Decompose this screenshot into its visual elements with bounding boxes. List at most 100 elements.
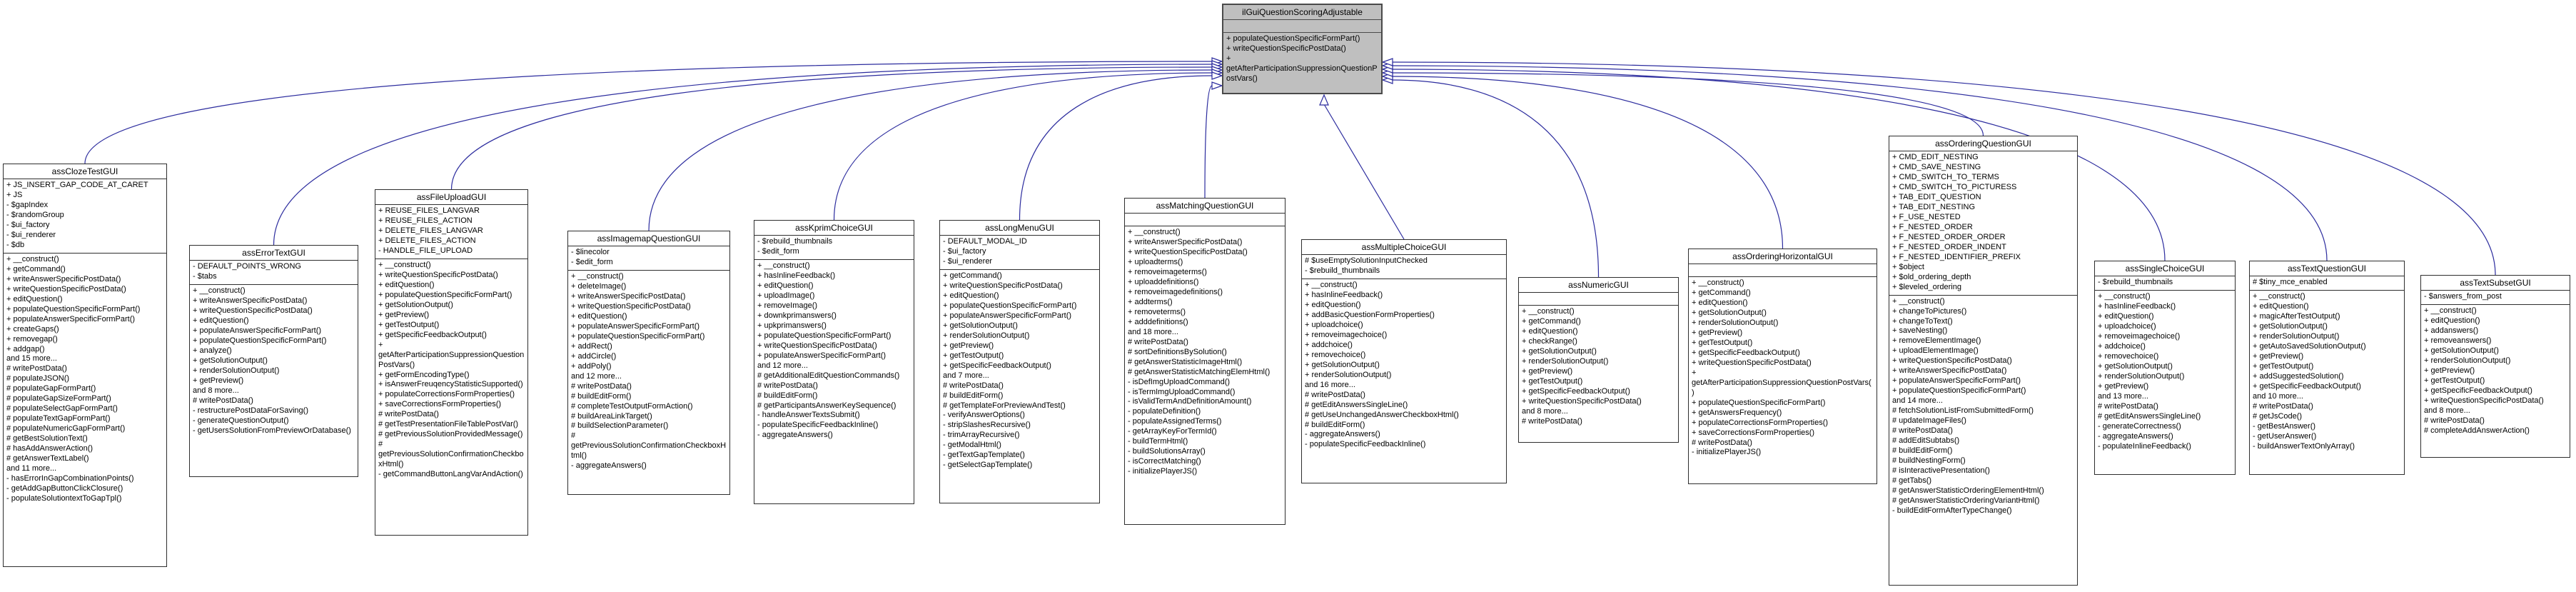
method-line: + populateQuestionSpecificFormPart() xyxy=(6,304,141,313)
method-line: - populateSolutiontextToGapTpl() xyxy=(6,494,122,503)
class-box-assOrderingQuestionGUI[interactable]: assOrderingQuestionGUI+ CMD_EDIT_NESTING… xyxy=(1889,136,2078,586)
attribute-line: + F_NESTED_IDENTIFIER_PREFIX xyxy=(1892,252,2021,261)
method-line: - buildAnswerTextOnlyArray() xyxy=(2253,441,2355,451)
inheritance-arrowhead xyxy=(1211,71,1223,80)
method-line: - populateSpecificFeedbackInline() xyxy=(757,421,879,430)
method-line: # populateGapSizeFormPart() xyxy=(6,394,111,403)
method-line: and 15 more... xyxy=(6,354,57,363)
method-line: + getAnswersFrequency() xyxy=(1692,408,1782,417)
method-line: # getEditAnswersSingleLine() xyxy=(1305,400,1408,409)
method-line: + populateQuestionSpecificFormPart() xyxy=(1226,34,1360,43)
inheritance-edge xyxy=(1204,85,1213,199)
class-box-assImagemapQuestionGUI[interactable]: assImagemapQuestionGUI- $linecolor- $edi… xyxy=(567,231,730,495)
method-line: - isCorrectMatching() xyxy=(1128,457,1201,466)
attribute-line: - $ui_factory xyxy=(6,220,50,229)
method-line: and 14 more... xyxy=(1892,396,1943,406)
attribute-line: # $tiny_mce_enabled xyxy=(2253,278,2328,286)
class-box-ilGuiQuestionScoringAdjustable[interactable]: ilGuiQuestionScoringAdjustable+ populate… xyxy=(1222,4,1383,94)
attribute-line: # $useEmptySolutionInputChecked xyxy=(1305,256,1428,265)
method-line: + saveCorrectionsFormProperties() xyxy=(378,400,502,409)
method-line: # buildEditForm() xyxy=(757,391,818,400)
class-name: assLongMenuGUI xyxy=(985,223,1054,233)
inheritance-edge xyxy=(1392,65,2328,261)
attribute-line: + F_NESTED_ORDER xyxy=(1892,222,1973,231)
method-line: + writeQuestionSpecificPostData() xyxy=(943,281,1063,290)
method-line: + downkprimanswers() xyxy=(757,311,837,320)
class-attributes: + JS_INSERT_GAP_CODE_AT_CARET+ JS- $gapI… xyxy=(4,179,166,253)
class-box-assClozeTestGUI[interactable]: assClozeTestGUI + JS_INSERT_GAP_CODE_AT_C… xyxy=(3,164,167,567)
method-line: + populateQuestionSpecificFormPart() xyxy=(378,290,512,299)
method-line: + getPreview() xyxy=(1522,366,1573,376)
method-line: + removeimagechoice() xyxy=(1305,330,1388,339)
class-attributes xyxy=(1689,264,1877,276)
inheritance-arrowhead xyxy=(1381,61,1393,70)
method-line: + uploadElementImage() xyxy=(1892,346,1979,356)
class-box-assSingleChoiceGUI[interactable]: assSingleChoiceGUI- $rebuild_thumbnails+… xyxy=(2094,261,2236,475)
method-line: # getPreviousSolutionConfirmationCheckbo… xyxy=(378,440,524,469)
method-line: # getParticipantsAnswerKeySequence() xyxy=(757,401,896,410)
class-name: assSingleChoiceGUI xyxy=(2125,264,2205,274)
method-line: # getTestPresentationFileTablePostVar() xyxy=(378,420,519,429)
class-methods: + __construct()+ writeQuestionSpecificPo… xyxy=(375,258,527,482)
method-line: + getSolutionOutput() xyxy=(378,300,453,309)
class-box-assKprimChoiceGUI[interactable]: assKprimChoiceGUI- $rebuild_thumbnails- … xyxy=(754,220,914,504)
method-line: + __construct() xyxy=(6,254,59,264)
class-attributes: - $rebuild_thumbnails- $edit_form xyxy=(754,235,914,259)
attribute-line: + REUSE_FILES_LANGVAR xyxy=(378,206,480,215)
class-box-assTextSubsetGUI[interactable]: assTextSubsetGUI- $answers_from_post+ __… xyxy=(2420,275,2570,458)
method-line: + renderSolutionOutput() xyxy=(2253,331,2340,341)
method-line: # getJsCode() xyxy=(2253,411,2303,421)
method-line: + getPreview() xyxy=(1692,328,1743,337)
attribute-line: + TAB_EDIT_NESTING xyxy=(1892,202,1976,211)
class-box-assOrderingHorizontalGUI[interactable]: assOrderingHorizontalGUI+ __construct()+… xyxy=(1688,249,1877,484)
inheritance-arrowhead xyxy=(1211,66,1223,74)
method-line: and 11 more... xyxy=(6,464,57,473)
method-line: - generateQuestionOutput() xyxy=(193,416,289,425)
class-methods: + __construct()+ changeToPictures()+ cha… xyxy=(1889,294,2077,518)
method-line: and 18 more... xyxy=(1128,327,1178,336)
class-box-assFileUploadGUI[interactable]: assFileUploadGUI+ REUSE_FILES_LANGVAR+ R… xyxy=(375,189,528,536)
method-line: # populateJSON() xyxy=(6,374,70,383)
class-box-assTextQuestionGUI[interactable]: assTextQuestionGUI# $tiny_mce_enabled+ _… xyxy=(2249,261,2405,475)
class-box-assMultipleChoiceGUI[interactable]: assMultipleChoiceGUI# $useEmptySolutionI… xyxy=(1301,239,1507,483)
attribute-line: - DEFAULT_MODAL_ID xyxy=(943,237,1027,246)
method-line: + __construct() xyxy=(1522,307,1575,316)
attribute-line: + DELETE_FILES_ACTION xyxy=(378,236,476,245)
class-name: assMatchingQuestionGUI xyxy=(1156,201,1254,211)
method-line: # getTabs() xyxy=(1892,476,1932,485)
attribute-line: - $rebuild_thumbnails xyxy=(757,237,833,246)
class-box-assErrorTextGUI[interactable]: assErrorTextGUI- DEFAULT_POINTS_WRONG- $… xyxy=(189,245,358,477)
method-line: + __construct() xyxy=(2098,291,2151,301)
class-name: assClozeTestGUI xyxy=(51,166,118,176)
class-box-assNumericGUI[interactable]: assNumericGUI+ __construct()+ getCommand… xyxy=(1518,277,1679,443)
method-line: + __construct() xyxy=(193,286,246,295)
method-line: - getArrayKeyForTermId() xyxy=(1128,427,1217,436)
class-name: assFileUploadGUI xyxy=(416,192,487,202)
method-line: - getAddGapButtonClickClosure() xyxy=(6,484,123,493)
class-methods: + __construct()+ writeAnswerSpecificPost… xyxy=(190,284,358,438)
method-line: + addgap() xyxy=(6,344,45,353)
method-line: + populateQuestionSpecificFormPart() xyxy=(193,336,327,345)
method-line: # writePostData() xyxy=(571,381,632,391)
class-box-assLongMenuGUI[interactable]: assLongMenuGUI- DEFAULT_MODAL_ID- $ui_fa… xyxy=(939,220,1100,503)
attribute-line: - DEFAULT_POINTS_WRONG xyxy=(193,262,301,271)
class-methods: + __construct()+ hasInlineFeedback()+ ed… xyxy=(754,259,914,443)
class-attributes: # $useEmptySolutionInputChecked- $rebuil… xyxy=(1302,254,1506,279)
inheritance-arrowhead xyxy=(1381,72,1393,81)
method-line: # buildEditForm() xyxy=(943,391,1004,400)
method-line: + removechoice() xyxy=(1305,350,1366,359)
method-line: + editQuestion() xyxy=(757,281,814,290)
method-line: and 16 more... xyxy=(1305,380,1355,389)
method-line: # writePostData() xyxy=(1692,438,1752,447)
class-name: assErrorTextGUI xyxy=(242,248,305,258)
method-line: + upkprimanswers() xyxy=(757,321,827,330)
method-line: # getEditAnswersSingleLine() xyxy=(2098,411,2201,421)
method-line: + writeQuestionSpecificPostData() xyxy=(1522,396,1642,406)
method-line: - getUserAnswer() xyxy=(2253,431,2317,441)
attribute-line: - $ui_renderer xyxy=(943,256,993,266)
method-line: + getSolutionOutput() xyxy=(2098,361,2173,371)
method-line: # getPreviousSolutionConfirmationCheckbo… xyxy=(571,431,727,461)
method-line: + hasInlineFeedback() xyxy=(2098,301,2176,311)
class-box-assMatchingQuestionGUI[interactable]: assMatchingQuestionGUI+ __construct()+ w… xyxy=(1124,198,1286,525)
class-name: assNumericGUI xyxy=(1568,280,1629,290)
